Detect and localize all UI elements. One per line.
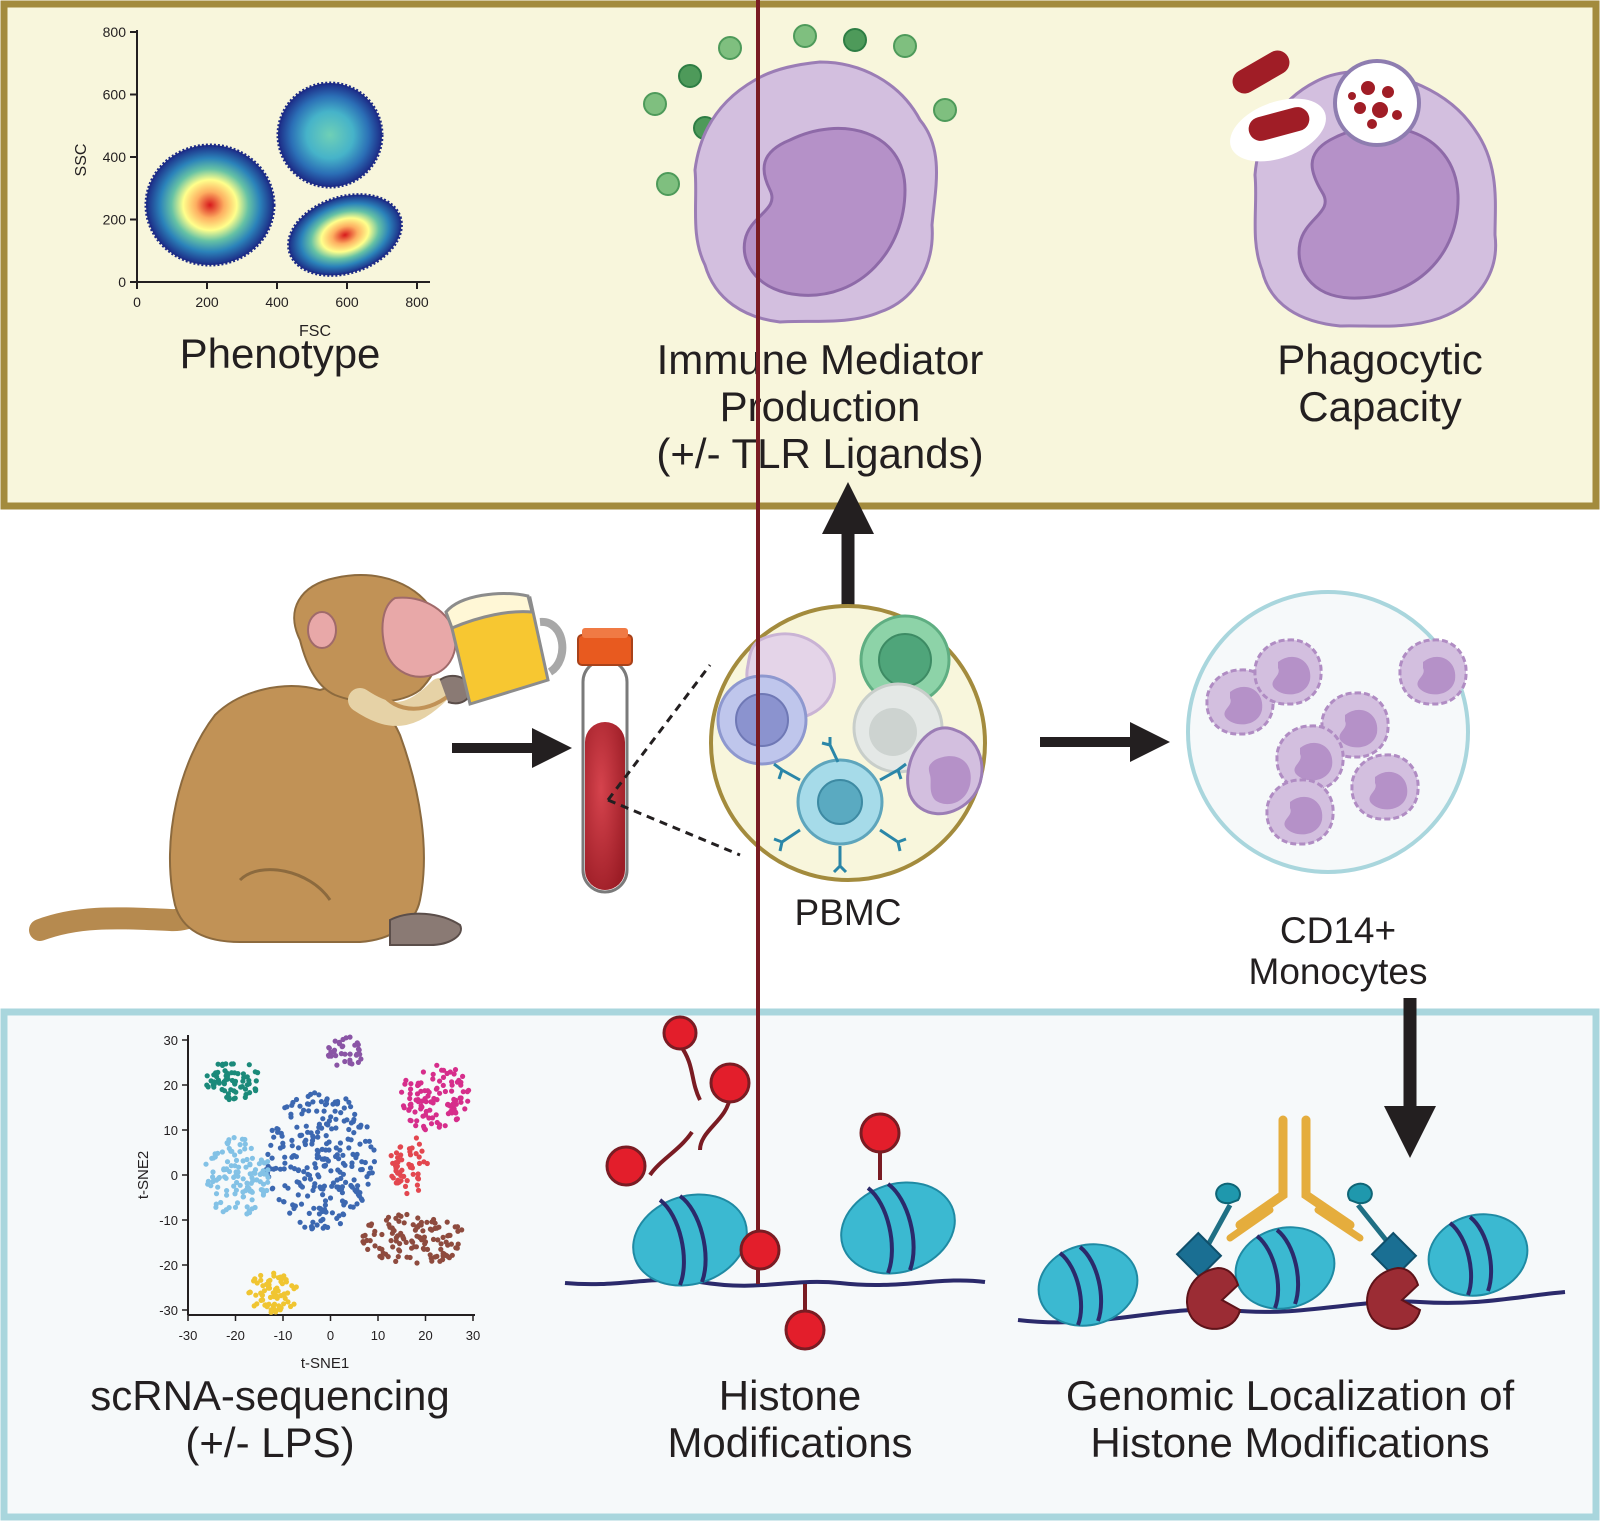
zoom-line — [607, 798, 741, 857]
flow-y-tick: 800 — [103, 24, 127, 40]
monocyte — [1320, 691, 1390, 759]
rhesus-monkey — [29, 574, 472, 946]
flow-y-tick: 200 — [103, 212, 127, 228]
monocyte-circle — [1186, 590, 1470, 874]
nucleosome — [840, 1181, 956, 1275]
caption-scrna: scRNA-sequencing(+/- LPS) — [90, 1372, 450, 1467]
tsne-cluster — [388, 1135, 430, 1197]
tsne-cluster — [203, 1135, 271, 1217]
tsne-x-tick: 10 — [371, 1328, 385, 1343]
histone-modifications-illustration — [564, 0, 986, 1351]
nucleosome — [1427, 1213, 1529, 1297]
tsne-y-tick: 10 — [164, 1123, 178, 1138]
monocyte-cells — [1205, 638, 1468, 846]
bacterium — [1248, 107, 1310, 141]
flow-x-tick: 600 — [335, 294, 359, 310]
tsne-y-tick: -10 — [159, 1213, 178, 1228]
monocyte — [1265, 778, 1335, 846]
flow-y-tick: 0 — [118, 274, 126, 290]
flow-x-tick: 200 — [195, 294, 219, 310]
pA-MNase — [1175, 1182, 1422, 1330]
genomic-localization-illustration — [1017, 1115, 1566, 1330]
caption-pbmc: PBMC — [794, 892, 902, 933]
tsne-y-tick: 0 — [171, 1168, 178, 1183]
tsne-cluster — [360, 1211, 465, 1266]
beer-mug — [444, 592, 567, 706]
tsne-x-tick: -20 — [226, 1328, 245, 1343]
tube-cap — [577, 634, 633, 666]
nucleosome — [632, 1193, 748, 1287]
tsne-x-tick: 30 — [466, 1328, 480, 1343]
tsne-y-tick: 30 — [164, 1033, 178, 1048]
tsne-cluster — [263, 1090, 377, 1232]
caption-phenotype: Phenotype — [179, 330, 381, 377]
flow-x-tick: 800 — [405, 294, 429, 310]
flow-cytometry-plot: 0 200 400 600 800 0 200 400 600 800 FSC SSC — [73, 24, 430, 340]
flow-population-lymphocytes — [144, 143, 276, 267]
monkey-face — [381, 596, 457, 678]
tsne-x-label: t-SNE1 — [301, 1355, 349, 1372]
tsne-x-tick: 20 — [418, 1328, 432, 1343]
tsne-y-tick: -20 — [159, 1258, 178, 1273]
monocyte — [1253, 638, 1323, 706]
flow-x-tick: 400 — [265, 294, 289, 310]
tsne-y-label: t-SNE2 — [135, 1151, 152, 1199]
tsne-y-tick: 20 — [164, 1078, 178, 1093]
pbmc-circle — [709, 604, 987, 882]
flow-x-label: FSC — [299, 323, 331, 340]
flow-y-tick: 400 — [103, 149, 127, 165]
flow-y-label: SSC — [73, 144, 90, 177]
tsne-ticks: -30 -20 -10 0 10 20 30 30 20 10 0 -10 -20 -30 — [159, 1033, 480, 1343]
tsne-x-tick: -10 — [274, 1328, 293, 1343]
antibody — [1226, 1115, 1364, 1242]
tsne-cluster — [325, 1034, 364, 1068]
tsne-cluster — [399, 1062, 472, 1133]
macrophage-cell-immune — [693, 60, 938, 324]
blood-tube — [577, 628, 633, 894]
nucleosome — [1037, 1243, 1139, 1327]
bacterium — [1232, 50, 1290, 94]
tsne-x-tick: 0 — [327, 1328, 334, 1343]
monocyte — [1398, 638, 1468, 706]
chip-nucleosomes — [1037, 1213, 1529, 1327]
tsne-cluster — [246, 1270, 299, 1315]
flow-population-granulocytes — [276, 81, 384, 189]
zoom-line — [606, 664, 712, 801]
tsne-clusters — [203, 1034, 472, 1315]
macrophage-cell-phagocytic — [1230, 50, 1498, 328]
monkey-ear — [307, 611, 337, 649]
monocyte — [1350, 753, 1420, 821]
caption-cd14-monocytes: CD14+Monocytes — [1248, 910, 1428, 993]
tsne-y-tick: -30 — [159, 1303, 178, 1318]
flow-population-monocytes — [287, 193, 403, 277]
tsne-cluster — [204, 1061, 261, 1103]
flow-ticks: 0 200 400 600 800 0 200 400 600 800 — [103, 24, 429, 310]
histone-mark — [605, 1015, 901, 1351]
tsne-x-tick: -30 — [179, 1328, 198, 1343]
flow-x-tick: 0 — [133, 294, 141, 310]
flow-y-tick: 600 — [103, 87, 127, 103]
macrophage-nucleus — [742, 126, 907, 297]
